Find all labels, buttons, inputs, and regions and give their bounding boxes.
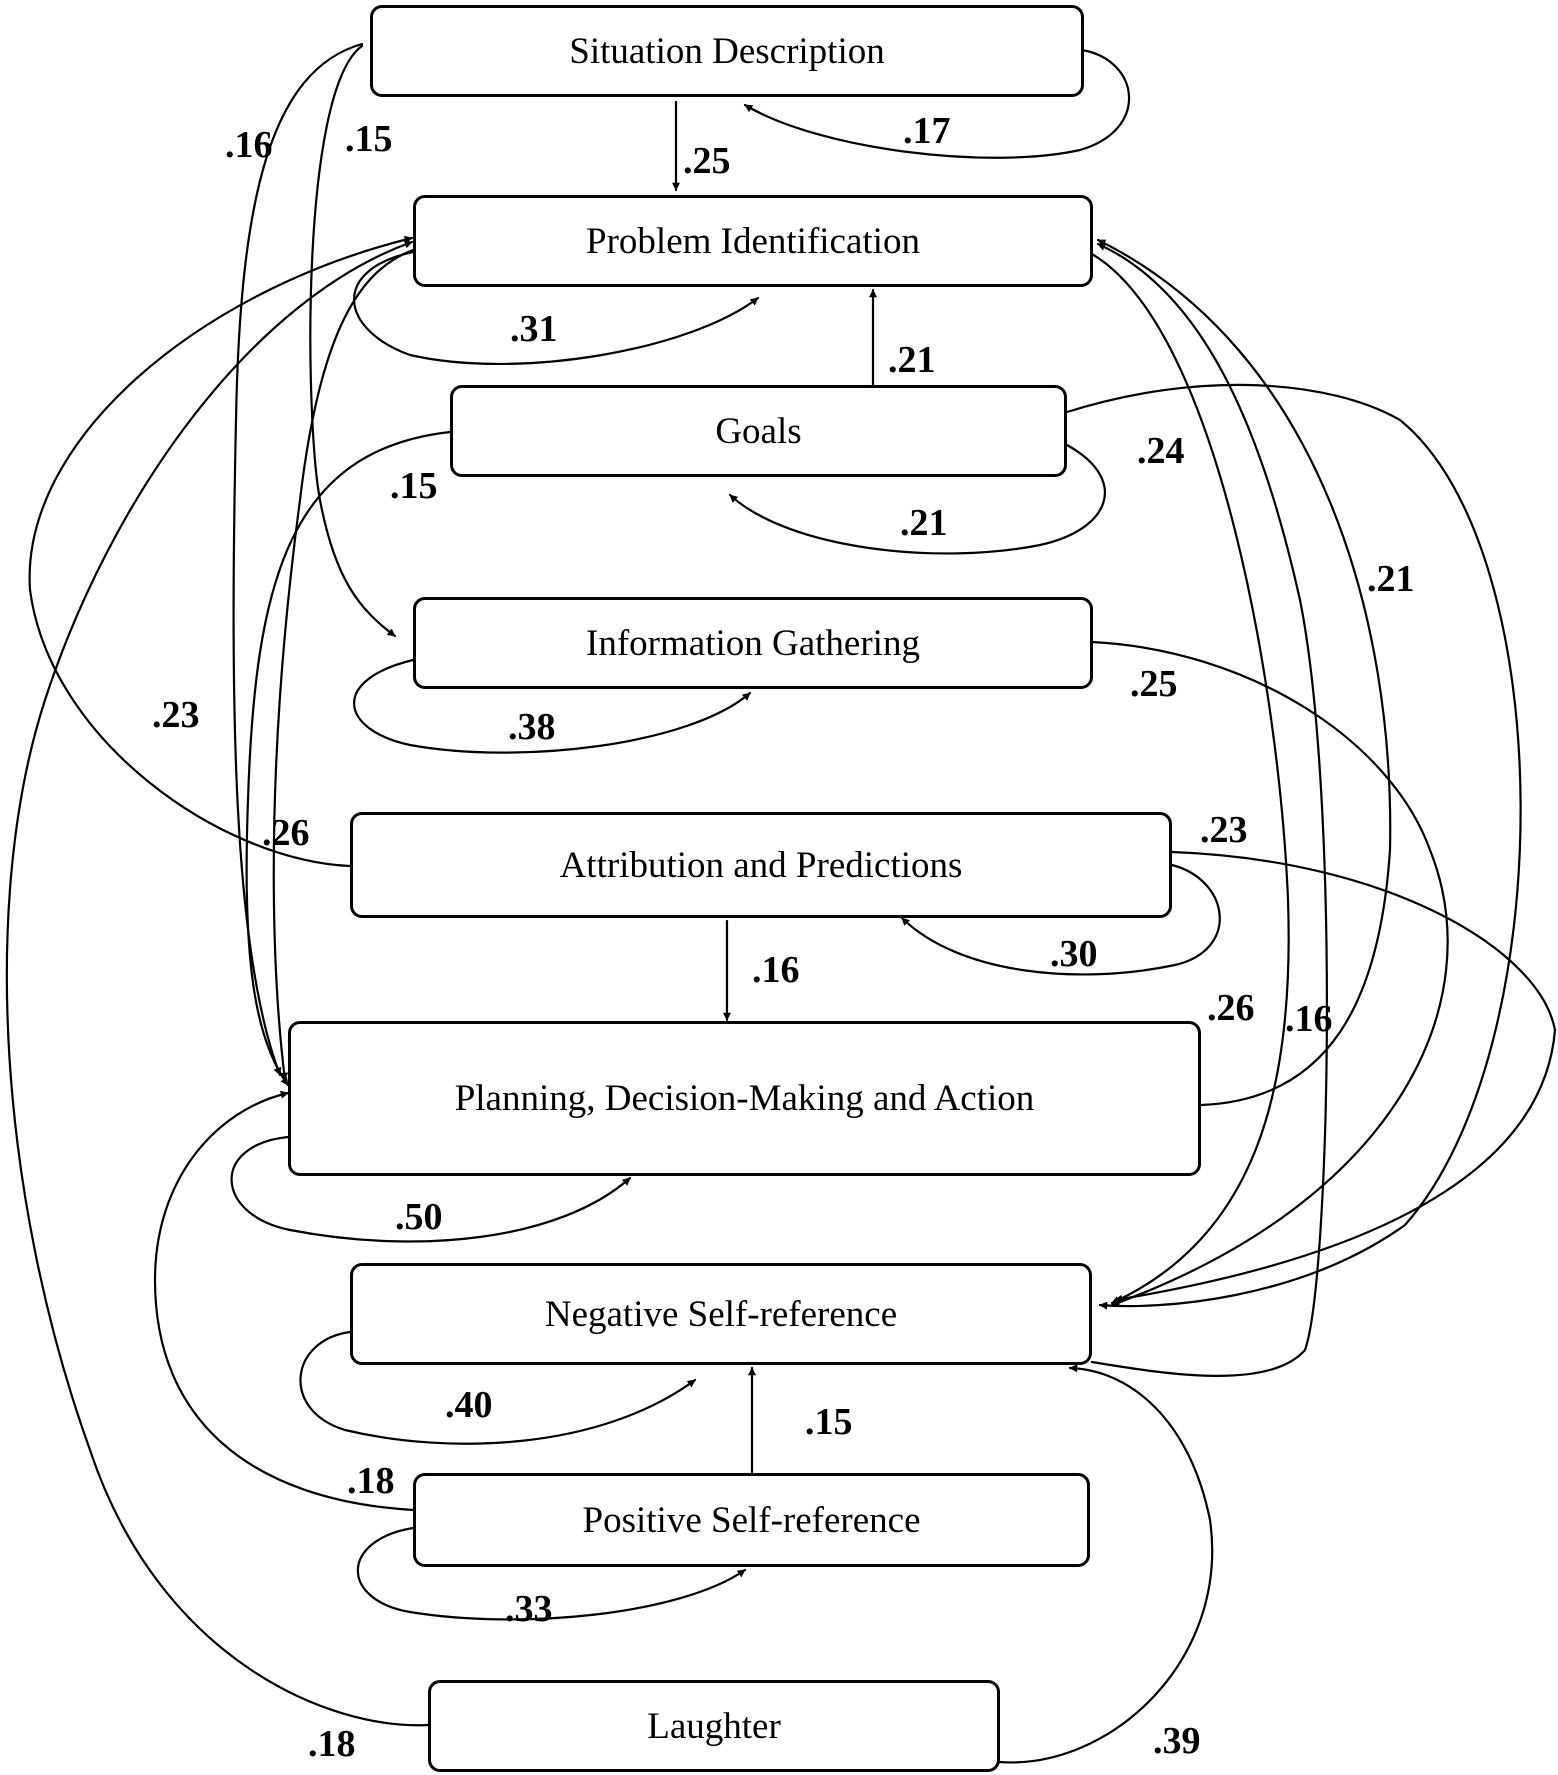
node-attribution-predictions: Attribution and Predictions: [350, 812, 1172, 918]
edge-plan-prob: [1096, 238, 1392, 1107]
node-negative-self-reference: Negative Self-reference: [350, 1263, 1092, 1365]
weight-label-laugh-neg: .39: [1153, 1720, 1201, 1762]
edge-goals-plan: [245, 430, 452, 1087]
edge-attr-neg: [1113, 850, 1557, 1303]
node-planning-decision-action: Planning, Decision-Making and Action: [288, 1021, 1201, 1176]
edge-sit-plan: [232, 42, 364, 1077]
node-positive-self-reference: Positive Self-reference: [413, 1473, 1090, 1567]
weight-label-sit-info: .15: [345, 118, 393, 160]
weight-label-neg-self: .40: [445, 1384, 493, 1426]
edge-prob-self: [353, 250, 760, 366]
weight-label-goals-plan: .15: [390, 465, 438, 507]
edge-sit-self: [743, 48, 1131, 159]
edge-laugh-prob: [5, 240, 430, 1727]
edge-pos-plan: [153, 1090, 415, 1512]
weight-label-attr-neg: .23: [1200, 809, 1248, 851]
weight-label-plan-prob: .26: [1207, 987, 1255, 1029]
edge-pos-self: [356, 1526, 747, 1621]
weight-label-prob-self: .31: [510, 308, 558, 350]
weight-label-goals-self: .21: [900, 502, 948, 544]
edge-prob-plan: [272, 248, 415, 1082]
weight-label-prob-neg: .21: [1367, 558, 1415, 600]
edge-goals-neg: [1065, 383, 1522, 1310]
edge-goals-self: [728, 443, 1106, 555]
weight-label-attr-self: .30: [1050, 933, 1098, 975]
weight-label-goals-prob: .21: [888, 339, 936, 381]
node-situation-description: Situation Description: [370, 5, 1084, 97]
node-information-gathering: Information Gathering: [413, 597, 1093, 689]
node-problem-identification: Problem Identification: [413, 195, 1093, 287]
weight-label-goals-neg: .24: [1137, 430, 1185, 472]
edge-neg-self: [299, 1330, 697, 1445]
edge-info-neg: [1090, 640, 1449, 1307]
weight-label-info-self: .38: [508, 706, 556, 748]
edge-attr-prob: [28, 235, 414, 868]
weight-label-plan-self: .50: [395, 1196, 443, 1238]
weight-label-pos-plan: .18: [347, 1460, 395, 1502]
edge-prob-neg: [1090, 252, 1290, 1305]
weight-label-attr-plan: .16: [752, 949, 800, 991]
weight-label-neg-prob: .16: [1285, 998, 1333, 1040]
weight-label-sit-plan: .16: [225, 124, 273, 166]
edge-plan-self: [230, 1135, 632, 1243]
weight-label-pos-neg: .15: [805, 1401, 853, 1443]
weight-label-attr-prob: .26: [262, 812, 310, 854]
weight-label-sit-self: .17: [903, 110, 951, 152]
edge-neg-prob: [1090, 242, 1328, 1377]
weight-label-prob-plan: .23: [152, 694, 200, 736]
edge-info-self: [353, 658, 752, 754]
node-laughter: Laughter: [428, 1680, 1000, 1772]
weight-label-pos-self: .33: [505, 1588, 553, 1630]
weight-label-laugh-prob: .18: [308, 1723, 356, 1765]
node-goals: Goals: [450, 385, 1067, 477]
edge-attr-self: [900, 863, 1221, 976]
weight-label-info-neg: .25: [1130, 663, 1178, 705]
weight-label-sit-prob: .25: [683, 140, 731, 182]
edge-laugh-neg: [998, 1364, 1214, 1764]
edge-sit-info: [309, 44, 397, 638]
